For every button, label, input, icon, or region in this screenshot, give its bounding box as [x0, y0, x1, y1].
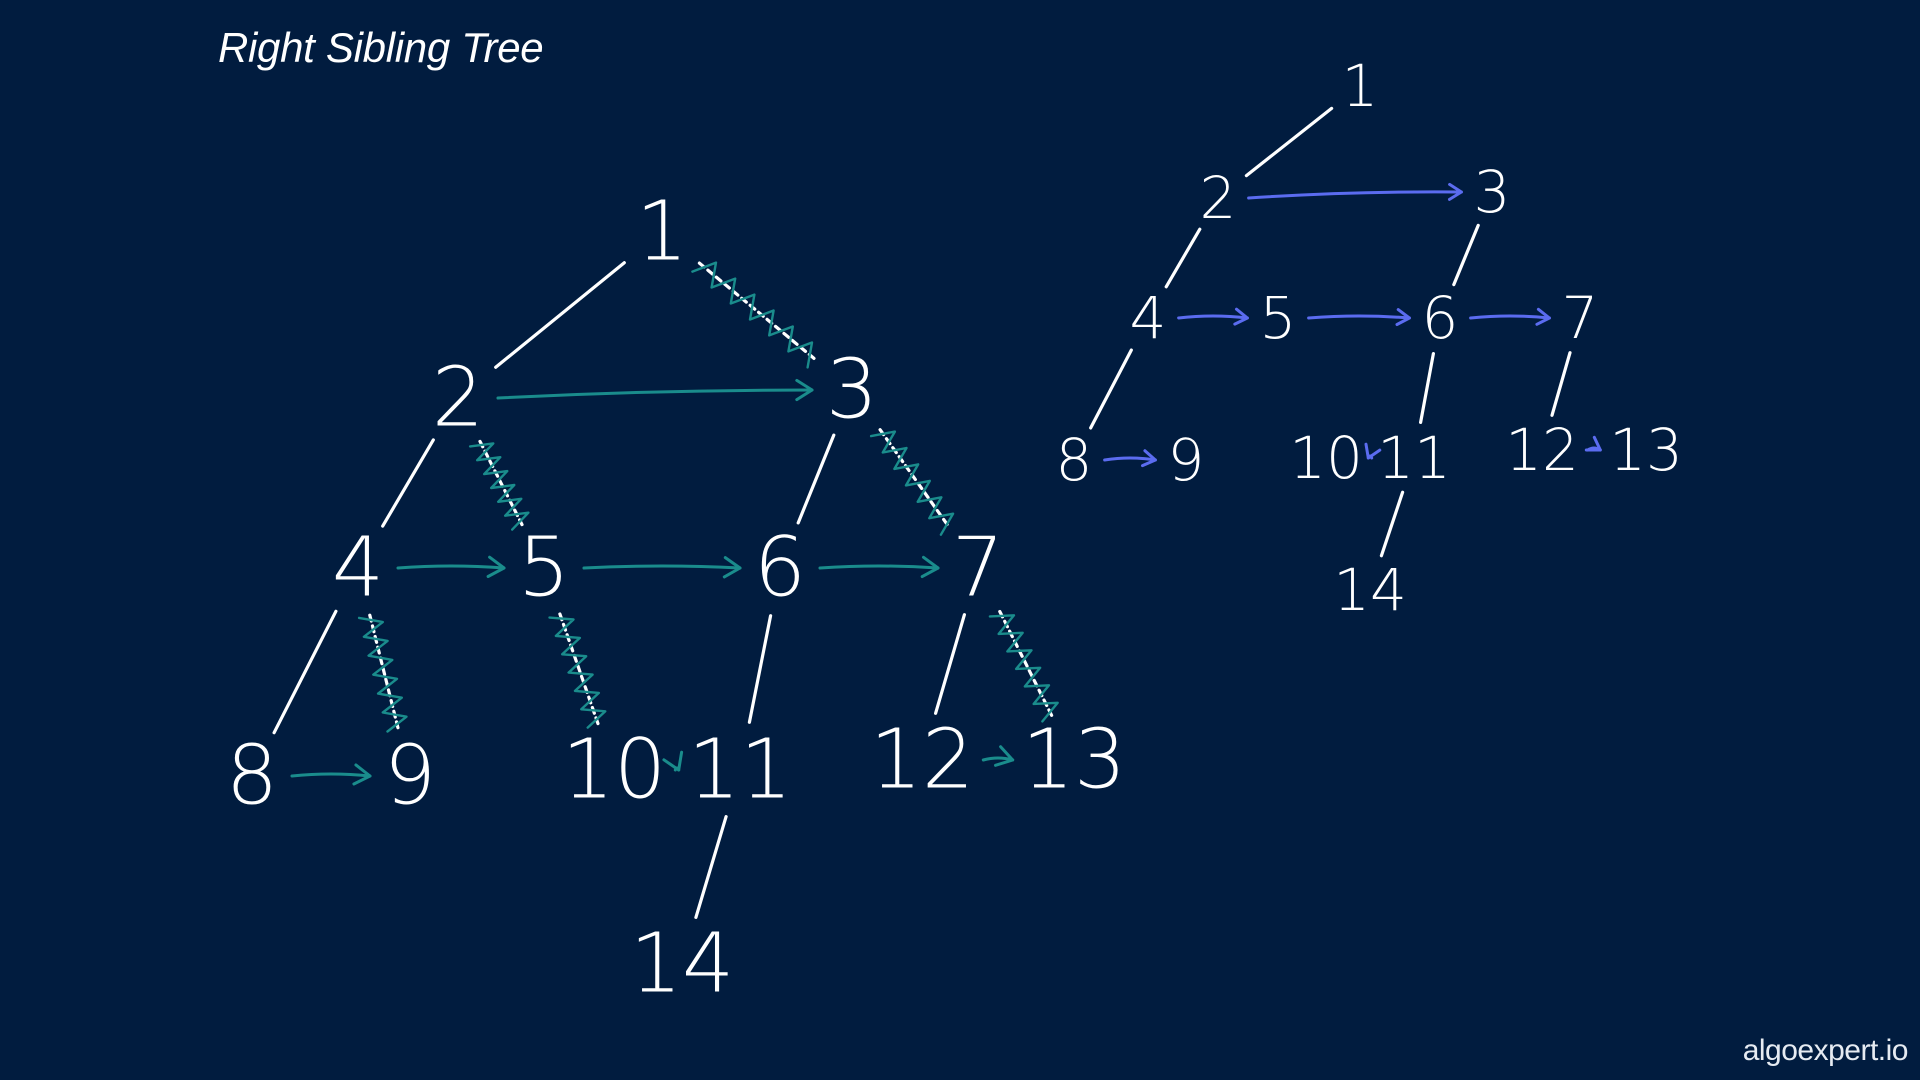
edge-left-11-14: [694, 814, 728, 920]
sibling-arrow-right-10-11: [1364, 442, 1382, 460]
crossed-out-mark-left-5-10: [548, 616, 607, 729]
edge-left-3-6: [796, 433, 836, 525]
sibling-arrow-left-5-6: [582, 556, 742, 579]
node-right-2: 2: [1200, 164, 1237, 232]
node-right-5: 5: [1260, 284, 1297, 352]
node-right-7: 7: [1562, 284, 1599, 352]
crossed-out-mark-left-7-13: [988, 614, 1059, 723]
node-right-12: 12: [1505, 416, 1579, 484]
removed-edge-left-1-3: [697, 261, 817, 361]
sibling-arrow-right-12-13: [1584, 435, 1602, 452]
page-title: Right Sibling Tree: [218, 24, 544, 71]
node-right-3: 3: [1474, 158, 1511, 226]
node-left-10: 10: [562, 723, 666, 818]
removed-edge-left-3-7: [878, 428, 952, 530]
sibling-arrow-left-6-7: [818, 555, 940, 579]
edge-left-7-12: [933, 613, 967, 715]
node-right-9: 9: [1168, 426, 1205, 494]
node-left-6: 6: [754, 521, 806, 616]
node-left-2: 2: [432, 351, 484, 446]
node-left-11: 11: [688, 723, 792, 818]
removed-edge-left-4-9: [368, 613, 400, 731]
node-right-8: 8: [1056, 426, 1093, 494]
sibling-arrow-left-4-5: [396, 555, 506, 578]
edge-right-11-14: [1379, 490, 1405, 558]
edge-right-6-11: [1418, 352, 1436, 424]
node-right-6: 6: [1422, 284, 1459, 352]
watermark: algoexpert.io: [1742, 1034, 1909, 1067]
sibling-arrow-right-8-9: [1103, 449, 1157, 468]
crossed-out-mark-left-1-3: [691, 261, 814, 369]
edge-right-3-6: [1452, 223, 1480, 287]
node-left-13: 13: [1022, 713, 1126, 808]
edge-left-2-4: [381, 438, 435, 528]
sibling-arrow-right-4-5: [1177, 307, 1249, 326]
sibling-arrow-left-10-11: [662, 750, 684, 772]
node-left-9: 9: [384, 729, 436, 824]
edge-right-7-12: [1550, 351, 1572, 417]
edge-left-6-11: [747, 614, 773, 724]
node-right-1: 1: [1342, 52, 1379, 120]
crossed-out-mark-left-2-5: [468, 442, 530, 531]
removed-edge-left-7-13: [998, 609, 1054, 719]
edge-right-1-2: [1244, 106, 1334, 178]
sibling-arrow-right-5-6: [1307, 308, 1411, 326]
sibling-arrow-right-6-7: [1469, 307, 1551, 326]
sibling-arrow-left-12-13: [981, 745, 1015, 767]
node-right-4: 4: [1130, 284, 1167, 352]
sibling-arrow-right-2-3: [1247, 182, 1463, 201]
node-right-11: 11: [1377, 424, 1451, 492]
sibling-arrow-left-8-9: [290, 763, 372, 786]
node-left-5: 5: [518, 521, 570, 616]
node-right-14: 14: [1333, 556, 1407, 624]
node-left-8: 8: [226, 729, 278, 824]
node-right-13: 13: [1609, 416, 1683, 484]
crossed-out-mark-left-3-7: [869, 430, 955, 536]
edge-right-4-8: [1089, 348, 1133, 430]
node-left-3: 3: [826, 343, 878, 438]
edge-right-2-4: [1164, 227, 1202, 289]
node-left-4: 4: [332, 521, 384, 616]
node-left-12: 12: [870, 713, 974, 808]
crossed-out-mark-left-4-9: [357, 616, 408, 733]
removed-edge-left-5-10: [558, 612, 600, 726]
removed-edge-left-2-5: [478, 439, 524, 527]
node-left-14: 14: [630, 917, 734, 1012]
node-left-7: 7: [952, 521, 1004, 616]
edge-left-1-2: [494, 261, 626, 369]
edge-left-4-8: [272, 609, 338, 735]
node-left-1: 1: [636, 185, 688, 280]
node-right-10: 10: [1289, 424, 1363, 492]
sibling-arrow-left-2-3: [496, 378, 814, 402]
